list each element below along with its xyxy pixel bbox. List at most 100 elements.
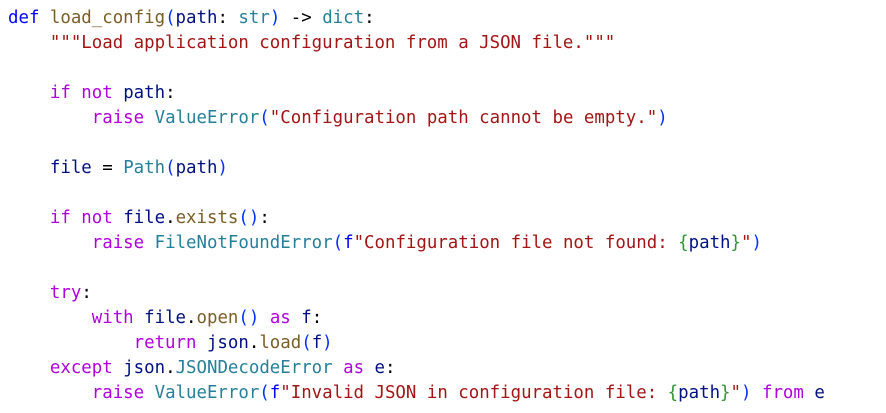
code-token: : bbox=[81, 283, 92, 303]
code-token bbox=[8, 208, 50, 228]
code-line: raise FileNotFoundError(f"Configuration … bbox=[8, 231, 886, 256]
code-token: from bbox=[761, 383, 815, 403]
code-token: () bbox=[238, 208, 260, 228]
code-token: : bbox=[259, 208, 270, 228]
code-token: except bbox=[49, 358, 124, 378]
code-token: file bbox=[144, 308, 187, 328]
code-token: exists bbox=[175, 208, 239, 228]
code-token bbox=[8, 283, 50, 303]
code-token: ValueError bbox=[154, 383, 260, 403]
code-token: . bbox=[248, 333, 260, 353]
code-token: path bbox=[678, 383, 721, 403]
code-token: ( bbox=[259, 108, 270, 128]
code-line bbox=[8, 256, 886, 281]
code-line bbox=[8, 181, 886, 206]
code-token: as bbox=[343, 358, 375, 378]
code-token: as bbox=[269, 308, 302, 328]
code-token: path bbox=[175, 158, 218, 178]
code-line: if not path: bbox=[8, 81, 886, 106]
code-token: return bbox=[133, 333, 207, 353]
code-line bbox=[8, 56, 886, 81]
code-token: def bbox=[8, 8, 50, 28]
code-token: path bbox=[175, 8, 218, 28]
code-token: """Load application configuration from a… bbox=[8, 33, 616, 53]
code-token bbox=[8, 333, 134, 353]
code-token bbox=[8, 108, 92, 128]
code-line: """Load application configuration from a… bbox=[8, 31, 886, 56]
code-token: open bbox=[196, 308, 239, 328]
code-token bbox=[8, 383, 92, 403]
code-token bbox=[333, 358, 343, 378]
code-token: . bbox=[165, 358, 176, 378]
code-line: def load_config(path: str) -> dict: bbox=[8, 6, 886, 31]
code-token: JSONDecodeError bbox=[175, 358, 333, 378]
code-line: raise ValueError("Configuration path can… bbox=[8, 106, 886, 131]
code-token: { bbox=[667, 383, 679, 403]
code-token: ) bbox=[741, 383, 752, 403]
code-token: " bbox=[741, 233, 752, 253]
code-token: path bbox=[688, 233, 731, 253]
code-token: try bbox=[49, 283, 82, 303]
code-token: = bbox=[91, 158, 124, 178]
code-token: json bbox=[123, 358, 166, 378]
code-token: : bbox=[364, 8, 375, 28]
code-token: raise bbox=[91, 383, 155, 403]
code-token: ( bbox=[165, 8, 176, 28]
code-token: ValueError bbox=[154, 108, 260, 128]
code-token: ) bbox=[657, 108, 668, 128]
code-line: try: bbox=[8, 281, 886, 306]
code-token: path bbox=[123, 83, 166, 103]
code-line: return json.load(f) bbox=[8, 331, 886, 356]
code-line: if not file.exists(): bbox=[8, 206, 886, 231]
code-token: ) bbox=[322, 333, 333, 353]
code-token: e bbox=[814, 383, 825, 403]
code-token bbox=[752, 383, 762, 403]
code-token: e bbox=[374, 358, 386, 378]
code-token bbox=[8, 233, 92, 253]
code-token: file bbox=[123, 208, 166, 228]
code-token: . bbox=[165, 208, 176, 228]
code-token: { bbox=[678, 233, 689, 253]
code-line bbox=[8, 131, 886, 156]
code-token: "Configuration path cannot be empty." bbox=[269, 108, 658, 128]
code-token: () bbox=[238, 308, 260, 328]
code-token: f bbox=[301, 308, 312, 328]
code-token: FileNotFoundError bbox=[154, 233, 333, 253]
code-token: ) bbox=[751, 233, 762, 253]
code-token: load_config bbox=[49, 8, 166, 28]
code-token: raise bbox=[91, 108, 155, 128]
code-token bbox=[259, 308, 269, 328]
code-token: f bbox=[311, 333, 323, 353]
code-token: ) bbox=[217, 158, 228, 178]
code-token bbox=[8, 358, 50, 378]
code-token: if not bbox=[49, 208, 124, 228]
code-token: file bbox=[49, 158, 92, 178]
code-token: : bbox=[311, 308, 323, 328]
code-token: with bbox=[91, 308, 145, 328]
code-token: if not bbox=[49, 83, 124, 103]
code-token: f bbox=[269, 383, 281, 403]
code-token: : bbox=[217, 8, 239, 28]
code-token: Path bbox=[123, 158, 166, 178]
code-token: -> bbox=[280, 8, 323, 28]
code-line: raise ValueError(f"Invalid JSON in confi… bbox=[8, 381, 886, 406]
code-token: raise bbox=[91, 233, 155, 253]
code-token: dict bbox=[322, 8, 365, 28]
code-line: except json.JSONDecodeError as e: bbox=[8, 356, 886, 381]
code-token: str bbox=[238, 8, 270, 28]
code-token: ( bbox=[259, 383, 270, 403]
code-token: ( bbox=[301, 333, 312, 353]
code-token: ( bbox=[165, 158, 176, 178]
code-token: "Configuration file not found: bbox=[353, 233, 679, 253]
code-token: . bbox=[186, 308, 197, 328]
code-line: with file.open() as f: bbox=[8, 306, 886, 331]
code-token: "Invalid JSON in configuration file: bbox=[280, 383, 668, 403]
code-token: ) bbox=[269, 8, 281, 28]
code-token: ( bbox=[332, 233, 344, 253]
code-token bbox=[8, 83, 50, 103]
code-token: load bbox=[259, 333, 302, 353]
code-line: file = Path(path) bbox=[8, 156, 886, 181]
code-token: f bbox=[343, 233, 354, 253]
code-token: " bbox=[730, 383, 742, 403]
